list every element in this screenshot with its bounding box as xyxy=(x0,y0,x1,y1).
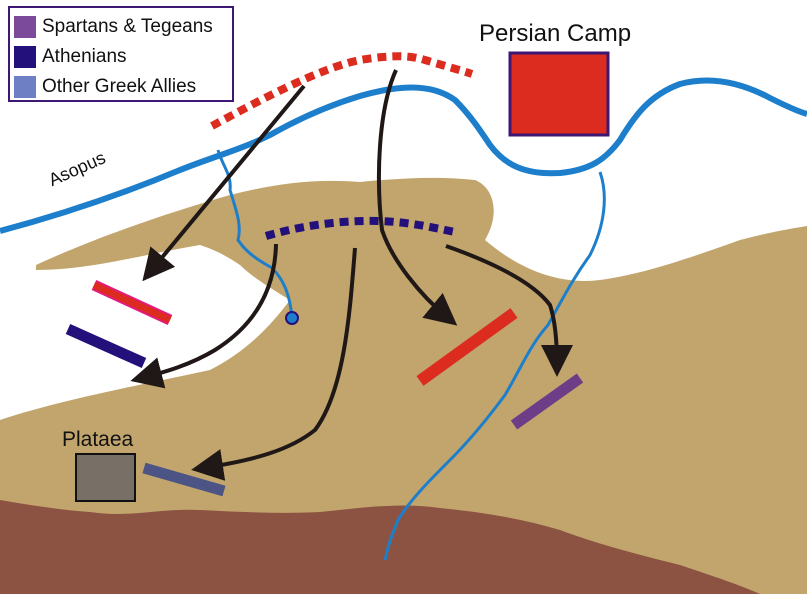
persian-camp-icon xyxy=(508,51,610,137)
persian-unit-west-core xyxy=(92,281,172,324)
spartan-unit xyxy=(510,373,584,430)
legend-item-allies: Other Greek Allies xyxy=(10,72,232,102)
arrow-3 xyxy=(130,243,278,389)
allies-unit xyxy=(142,462,226,497)
arrow-5 xyxy=(445,244,573,377)
asopus-river xyxy=(0,77,807,234)
legend-label-athenians: Athenians xyxy=(42,46,127,67)
legend-swatch-athenians xyxy=(14,46,36,68)
plataea-city-icon xyxy=(75,453,136,502)
legend-item-spartans: Spartans & Tegeans xyxy=(10,12,232,42)
legend-label-allies: Other Greek Allies xyxy=(42,76,197,97)
legend-swatch-allies xyxy=(14,76,36,98)
athenian-unit xyxy=(65,323,147,369)
legend-swatch-spartans xyxy=(14,16,36,38)
arrow-1 xyxy=(142,84,306,282)
persian-camp-label: Persian Camp xyxy=(479,20,632,47)
hills xyxy=(0,500,760,594)
persian-unit-center xyxy=(416,308,518,386)
plataea-label: Plataea xyxy=(62,428,134,451)
spring-icon xyxy=(285,311,299,325)
legend-item-athenians: Athenians xyxy=(10,42,232,72)
greek-line xyxy=(264,216,456,240)
legend-label-spartans: Spartans & Tegeans xyxy=(42,16,213,37)
tributary-east xyxy=(383,171,606,561)
legend: Spartans & Tegeans Athenians Other Greek… xyxy=(8,6,234,102)
arrow-4 xyxy=(191,247,357,481)
persian-line xyxy=(210,52,474,130)
arrow-2 xyxy=(376,69,458,326)
